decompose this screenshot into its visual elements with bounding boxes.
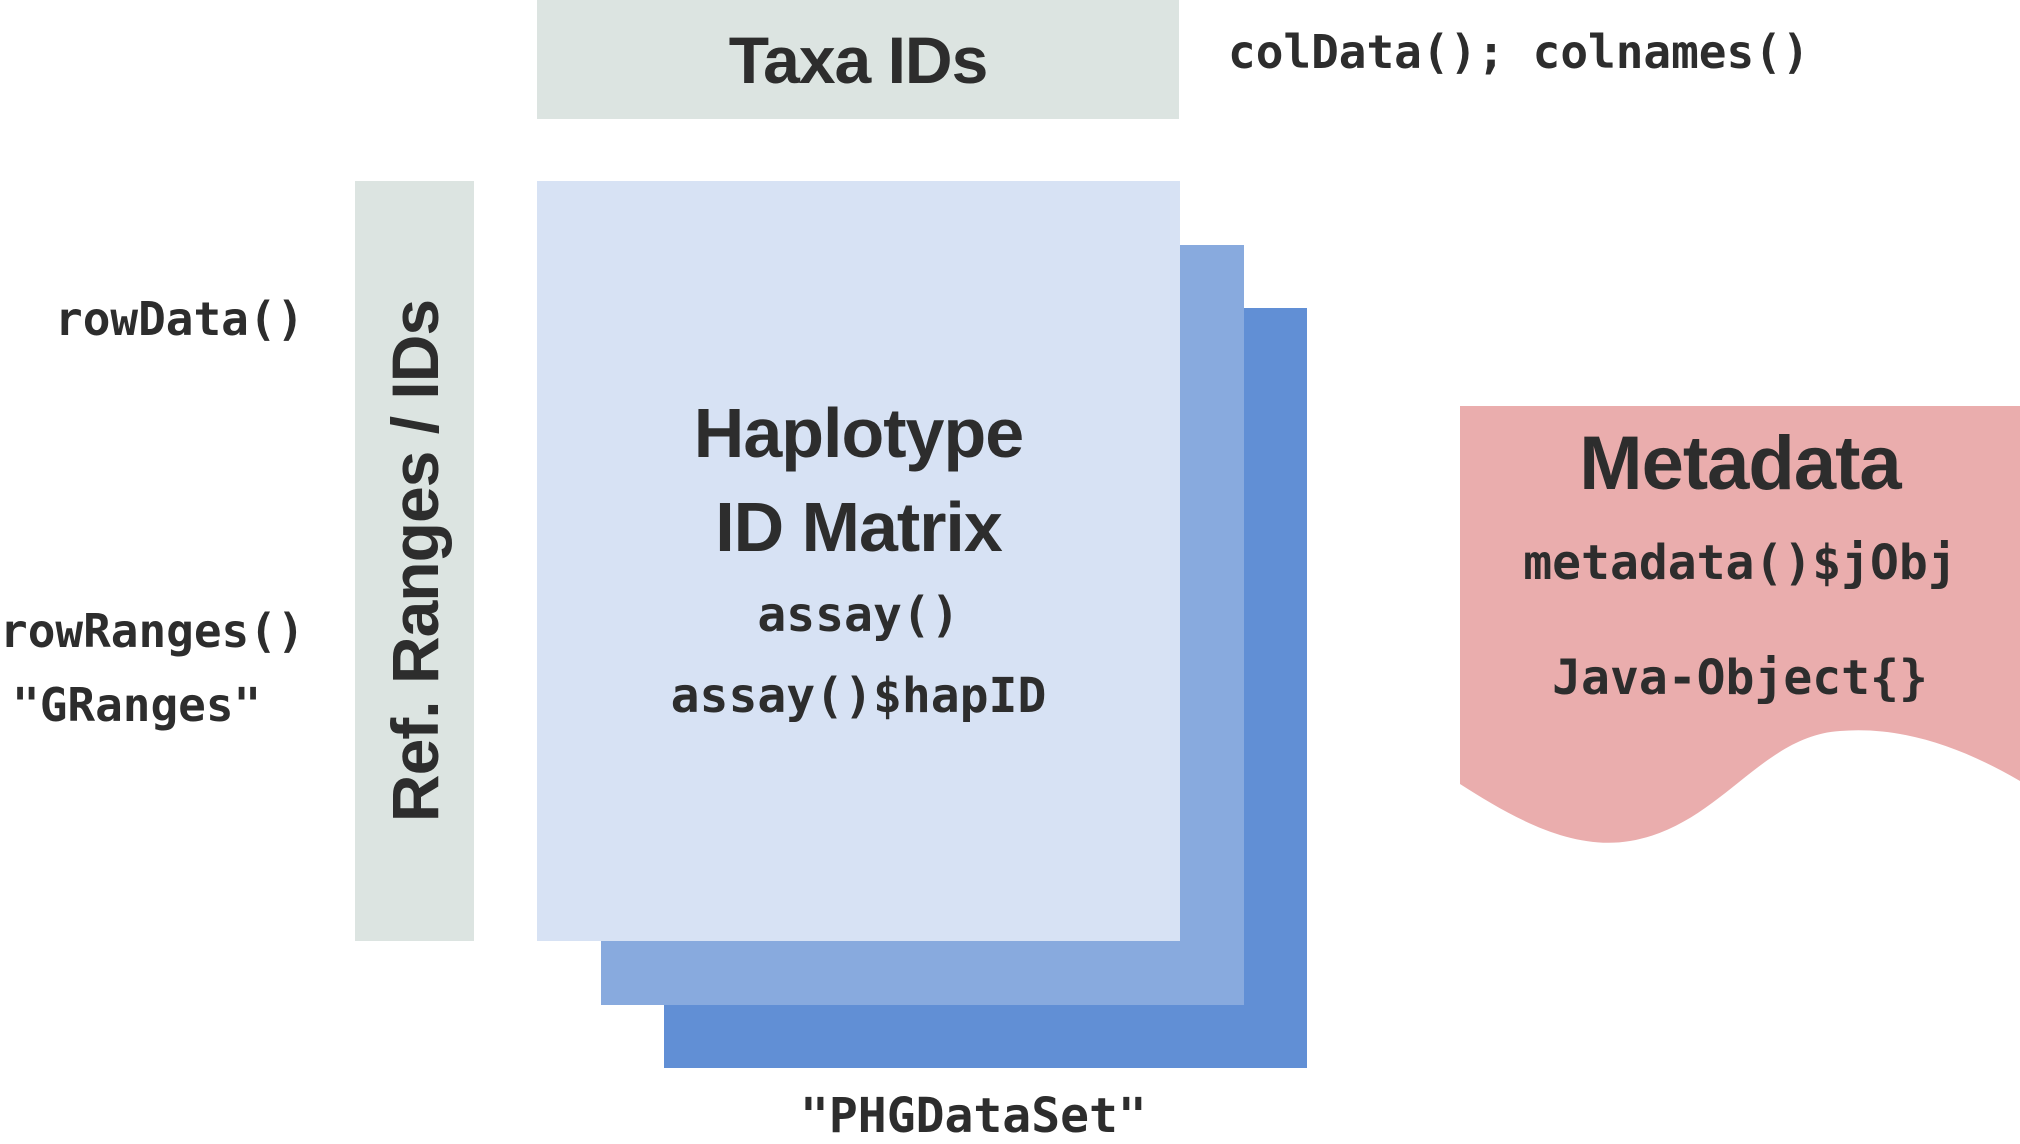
taxa-ids-title: Taxa IDs <box>728 22 989 97</box>
granges-class-label: "GRanges" <box>12 678 262 732</box>
dataset-class-label: "PHGDataSet" <box>800 1088 1147 1144</box>
metadata-document-shape <box>1460 406 2020 843</box>
ref-ranges-box: Ref. Ranges / IDs <box>355 181 474 941</box>
metadata-object-label: Java-Object{} <box>1552 650 1928 706</box>
metadata-accessor-label: metadata()$jObj <box>1523 535 1957 591</box>
metadata-document-fill <box>1460 406 2020 843</box>
metadata-title: Metadata <box>1579 421 1901 506</box>
rowdata-accessor-label: rowData() <box>55 292 305 346</box>
coldata-accessor-label: colData(); colnames() <box>1228 25 1810 79</box>
ref-ranges-title: Ref. Ranges / IDs <box>377 299 452 823</box>
rowranges-accessor-label: rowRanges() <box>0 604 305 658</box>
taxa-ids-box: Taxa IDs <box>537 0 1179 119</box>
assay-hapid-accessor-label: assay()$hapID <box>670 668 1047 724</box>
assay-accessor-label: assay() <box>757 587 960 643</box>
